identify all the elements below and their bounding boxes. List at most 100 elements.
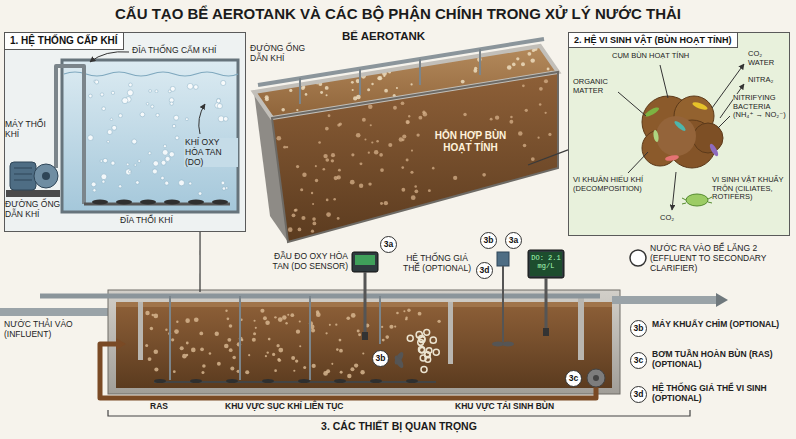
carrier-media — [430, 337, 436, 343]
air-bubble — [202, 364, 206, 368]
air-bubble — [253, 332, 256, 335]
air-bubble — [326, 212, 331, 217]
air-bubble — [406, 159, 409, 162]
air-bubble — [401, 101, 405, 105]
air-bubble — [161, 160, 166, 165]
air-bubble — [337, 175, 341, 179]
air-supply-illustration-part — [90, 52, 129, 62]
air-bubble — [221, 80, 226, 85]
microorganism-illustration-part — [653, 130, 660, 143]
air-bubble — [274, 369, 277, 372]
leader-connector — [199, 232, 200, 292]
air-bubble — [338, 169, 341, 172]
air-bubble — [428, 189, 431, 192]
air-bubble — [229, 324, 233, 328]
equipment-illustration-part — [190, 379, 202, 383]
air-bubble — [331, 363, 333, 365]
aerotank-illustration-part — [299, 78, 301, 104]
air-bubble — [252, 338, 256, 342]
foam — [320, 91, 323, 94]
air-bubble — [107, 130, 112, 135]
air-bubble — [189, 182, 192, 185]
air-bubble — [364, 139, 366, 141]
air-supply-illustration-part — [199, 104, 205, 134]
air-bubble — [154, 367, 158, 371]
air-bubble — [153, 161, 158, 166]
air-bubble — [102, 180, 105, 183]
foam — [547, 68, 550, 71]
air-bubble — [260, 309, 264, 313]
air-bubble — [126, 169, 132, 175]
aerotank-illustration-part — [272, 72, 558, 242]
equipment-illustration-part — [407, 329, 439, 372]
air-bubble — [224, 344, 229, 349]
air-bubble — [394, 325, 396, 327]
air-bubble — [371, 141, 373, 143]
air-bubble — [326, 369, 330, 373]
air-bubble — [174, 115, 179, 120]
air-bubble — [495, 116, 499, 120]
air-bubble — [175, 136, 179, 140]
air-bubble — [362, 352, 364, 354]
air-bubble — [384, 201, 388, 205]
microorganism-illustration-part — [644, 106, 660, 119]
air-bubble — [245, 370, 249, 374]
air-bubble — [414, 190, 418, 194]
callout-number: 3b — [372, 350, 389, 367]
part-label: CO₂ — [660, 214, 690, 223]
carrier-media — [416, 332, 422, 338]
air-bubble — [333, 198, 336, 201]
foam — [512, 63, 516, 67]
part-label: ĐƯỜNG ỐNG DẪN KHÍ — [250, 44, 312, 64]
air-bubble — [339, 339, 342, 342]
air-bubble — [323, 154, 327, 158]
carrier-media — [419, 347, 424, 352]
air-bubble — [230, 366, 234, 370]
air-bubble — [255, 327, 257, 329]
microorganism-illustration-part — [708, 143, 720, 158]
air-bubble — [539, 103, 542, 106]
air-bubble — [287, 314, 289, 316]
air-bubble — [525, 109, 528, 112]
air-bubble — [277, 358, 280, 361]
equipment-illustration-part — [309, 296, 311, 380]
air-bubble — [360, 162, 363, 165]
part-label: VI KHUẨN HIẾU KHÍ (DECOMPOSITION) — [573, 176, 649, 193]
air-bubble — [126, 163, 129, 166]
air-bubble — [325, 332, 327, 334]
air-bubble — [293, 370, 295, 372]
air-bubble — [401, 166, 404, 169]
air-bubble — [380, 202, 383, 205]
air-supply-illustration — [4, 32, 246, 232]
air-bubble — [278, 359, 281, 362]
air-bubble — [325, 158, 329, 162]
microorganism-illustration-part — [618, 92, 646, 116]
air-bubble — [406, 121, 409, 124]
air-bubble — [118, 185, 121, 188]
air-bubble — [95, 80, 99, 84]
foam — [461, 80, 465, 84]
equipment-illustration-part — [393, 354, 405, 369]
equipment-illustration-part — [593, 375, 599, 381]
callout-number: 3a — [380, 236, 397, 253]
air-bubble — [350, 180, 355, 185]
air-bubble — [136, 181, 140, 185]
part-label: ĐẦU ĐO OXY HÒA TAN (DO SENSOR) — [262, 252, 348, 272]
air-bubble — [217, 362, 221, 366]
microorganism-illustration-part — [672, 172, 676, 210]
panel-heading: 2. HỆ VI SINH VẬT (BÙN HOẠT TÍNH) — [568, 32, 738, 48]
air-bubble — [156, 113, 159, 116]
air-bubble — [294, 209, 297, 212]
air-bubble — [302, 173, 306, 177]
aerotank-illustration-part — [277, 79, 552, 233]
air-bubble — [351, 313, 356, 318]
air-bubble — [148, 357, 152, 361]
air-bubble — [295, 359, 298, 362]
air-bubble — [140, 112, 145, 117]
air-supply-illustration-part — [92, 199, 108, 204]
air-bubble — [265, 355, 267, 357]
air-bubble — [161, 176, 165, 180]
air-bubble — [265, 321, 270, 326]
air-bubble — [337, 217, 340, 220]
air-bubble — [340, 371, 343, 374]
